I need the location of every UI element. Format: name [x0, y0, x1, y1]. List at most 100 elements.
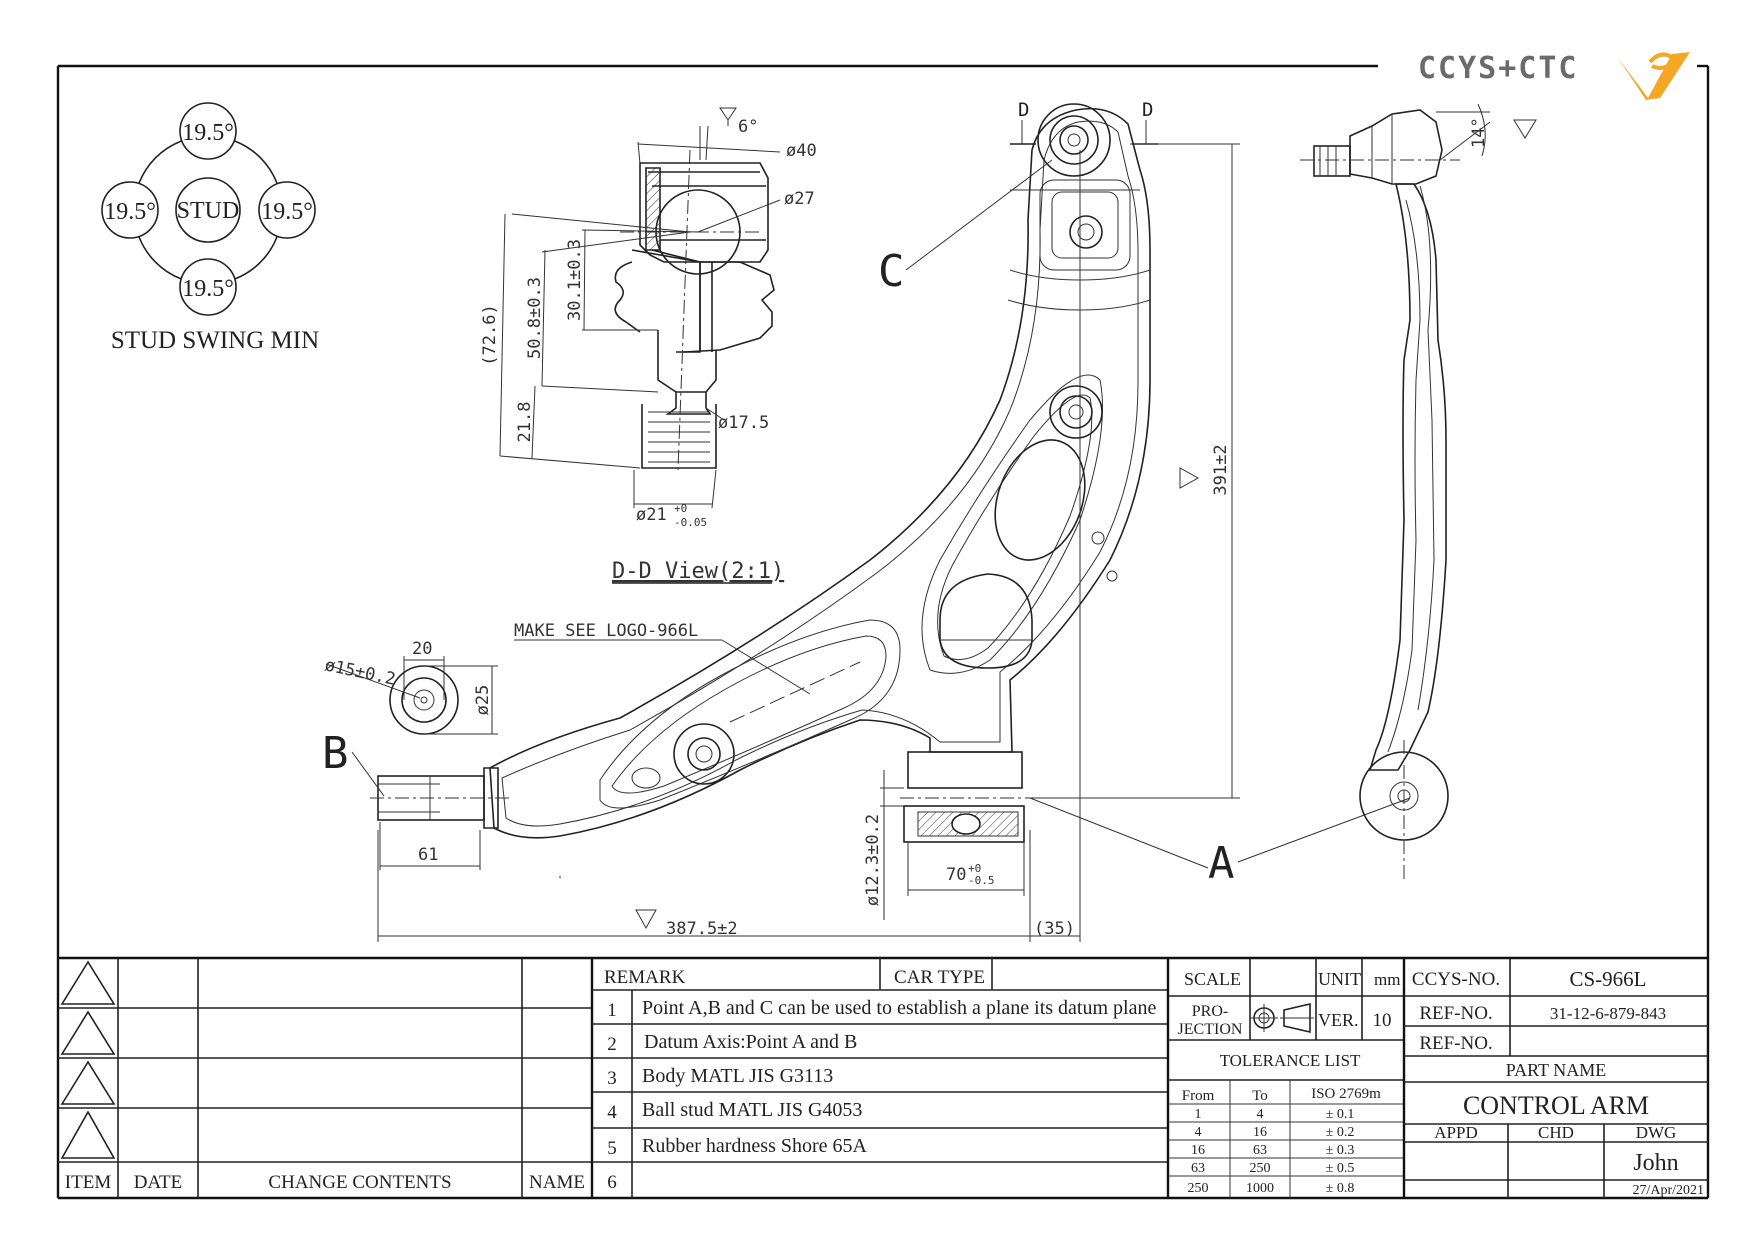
- tol-header-to: To: [1252, 1088, 1268, 1104]
- stud-swing-diagram: STUD 19.5° 19.5° 19.5° 19.5° STUD SWING …: [101, 102, 319, 354]
- remark-text-5: Rubber hardness Shore 65A: [642, 1135, 868, 1157]
- brand-logo: CCYS+CTC: [1418, 51, 1690, 100]
- stud-angle-top: 19.5°: [182, 120, 234, 146]
- dim-section-h72: (72.6): [480, 304, 500, 365]
- remark-no-5: 5: [607, 1138, 617, 1159]
- unit-value: mm: [1374, 970, 1400, 989]
- tol-header-iso: ISO 2769m: [1311, 1086, 1381, 1102]
- remark-no-1: 1: [607, 1000, 617, 1021]
- logo-note: MAKE SEE LOGO-966L: [514, 621, 698, 641]
- remark-text-3: Body MATL JIS G3113: [642, 1065, 833, 1087]
- tol-row-1-tol: ± 0.1: [1326, 1107, 1355, 1122]
- drawing-date: 27/Apr/2021: [1632, 1183, 1704, 1198]
- stud-swing-caption: STUD SWING MIN: [111, 327, 319, 354]
- dim-bushing-w70-tol-up: +0: [968, 862, 981, 875]
- rev-header-change: CHANGE CONTENTS: [268, 1172, 451, 1193]
- ref-no-value: 31-12-6-879-843: [1550, 1004, 1666, 1023]
- chd-label: CHD: [1538, 1123, 1574, 1142]
- unit-label: UNIT: [1318, 969, 1361, 989]
- section-view-dd: 6° ø40 ø27 (72.6) 50.8±0.3 30.1±0.3 21.8…: [480, 107, 817, 584]
- tol-row-5-tol: ± 0.8: [1326, 1181, 1355, 1196]
- dim-bushing-d12: ø12.3±0.2: [863, 814, 883, 906]
- remark-no-2: 2: [607, 1034, 617, 1055]
- rev-header-date: DATE: [134, 1172, 183, 1193]
- title-block-grid: [58, 956, 1708, 1198]
- remark-text-4: Ball stud MATL JIS G4053: [642, 1099, 862, 1121]
- title-block-right: CCYS-NO. CS-966L REF-NO. 31-12-6-879-843…: [1412, 967, 1704, 1198]
- section-view-title: D-D View(2:1): [612, 559, 784, 584]
- stud-angle-left: 19.5°: [104, 199, 156, 225]
- ver-value: 10: [1373, 1010, 1392, 1031]
- rev-header-item: ITEM: [65, 1172, 112, 1193]
- remark-header: REMARK: [604, 967, 686, 988]
- rev-header-name: NAME: [529, 1172, 585, 1193]
- ref-no-label: REF-NO.: [1419, 1003, 1492, 1024]
- remark-text-2: Datum Axis:Point A and B: [644, 1031, 857, 1053]
- stud-angle-right: 19.5°: [261, 199, 313, 225]
- tol-header-from: From: [1182, 1088, 1215, 1104]
- dim-pin-d15: ø15±0.2: [323, 655, 397, 689]
- dim-section-angle: 6°: [738, 117, 758, 137]
- dim-section-d21-tol-up: +0: [674, 502, 687, 515]
- dim-length-35: (35): [1034, 919, 1075, 939]
- logo-text: CCYS+CTC: [1418, 51, 1579, 86]
- tol-row-1-from: 1: [1195, 1107, 1202, 1122]
- tol-row-3-to: 63: [1253, 1143, 1267, 1158]
- revision-table: ITEM DATE CHANGE CONTENTS NAME: [65, 1172, 585, 1193]
- tol-row-2-from: 4: [1195, 1125, 1202, 1140]
- side-view: 14°: [1300, 103, 1537, 880]
- tol-row-4-from: 63: [1191, 1161, 1205, 1176]
- dim-section-h21: 21.8: [515, 402, 535, 443]
- dim-length-61: 61: [418, 845, 438, 865]
- scale-label: SCALE: [1184, 969, 1241, 989]
- tol-row-4-tol: ± 0.5: [1326, 1161, 1355, 1176]
- remark-no-3: 3: [607, 1068, 617, 1089]
- remark-text-1: Point A,B and C can be used to establish…: [642, 997, 1156, 1019]
- sheet-border: [56, 64, 1710, 1200]
- dim-length-387: 387.5±2: [666, 919, 738, 939]
- tol-row-5-from: 250: [1188, 1181, 1209, 1196]
- ccys-no-value: CS-966L: [1569, 967, 1646, 991]
- point-a-label: A: [1208, 838, 1235, 889]
- stud-center-label: STUD: [177, 198, 240, 224]
- logo-swirl-icon: [1648, 52, 1679, 70]
- remarks-table: REMARK CAR TYPE 1 Point A,B and C can be…: [604, 967, 1156, 1193]
- section-marker-right: D: [1142, 99, 1153, 121]
- dim-section-h50: 50.8±0.3: [525, 277, 545, 359]
- projection-label-2: JECTION: [1178, 1021, 1243, 1038]
- ccys-no-label: CCYS-NO.: [1412, 969, 1500, 990]
- dwg-label: DWG: [1636, 1123, 1677, 1142]
- point-c-label: C: [878, 246, 905, 297]
- dwg-name: John: [1633, 1150, 1678, 1176]
- tol-row-4-to: 250: [1250, 1161, 1271, 1176]
- dim-section-h30: 30.1±0.3: [565, 239, 585, 321]
- ver-label: VER.: [1318, 1010, 1359, 1030]
- remark-no-6: 6: [607, 1172, 617, 1193]
- section-marker-left: D: [1018, 99, 1029, 121]
- point-b-label: B: [322, 728, 349, 779]
- ref-no-label-2: REF-NO.: [1419, 1033, 1492, 1054]
- tol-row-3-from: 16: [1191, 1143, 1205, 1158]
- dim-section-d21: ø21: [636, 505, 667, 525]
- dim-section-d17: ø17.5: [718, 413, 769, 433]
- dim-pin-w20: 20: [412, 639, 432, 659]
- car-type-label: CAR TYPE: [894, 967, 985, 988]
- dim-bushing-w70-tol-lo: -0.5: [968, 874, 995, 887]
- remark-no-4: 4: [607, 1102, 617, 1123]
- projection-label-1: PRO-: [1192, 1003, 1228, 1020]
- dim-section-d27: ø27: [784, 189, 815, 209]
- tol-row-2-to: 16: [1253, 1125, 1267, 1140]
- tol-row-2-tol: ± 0.2: [1326, 1125, 1355, 1140]
- tol-row-1-to: 4: [1257, 1107, 1264, 1122]
- tol-row-5-to: 1000: [1246, 1181, 1274, 1196]
- dim-section-d40: ø40: [786, 141, 817, 161]
- dim-pin-d25: ø25: [473, 685, 493, 716]
- stud-angle-bottom: 19.5°: [182, 276, 234, 302]
- dim-side-angle: 14°: [1469, 117, 1489, 148]
- dim-section-d21-tol-lo: -0.05: [674, 516, 707, 529]
- tol-row-3-tol: ± 0.3: [1326, 1143, 1355, 1158]
- dim-bushing-w70: 70: [946, 865, 966, 885]
- main-view-control-arm: D D C B A MAKE SEE LOGO-966L 20 ø15±0.2: [322, 99, 1411, 942]
